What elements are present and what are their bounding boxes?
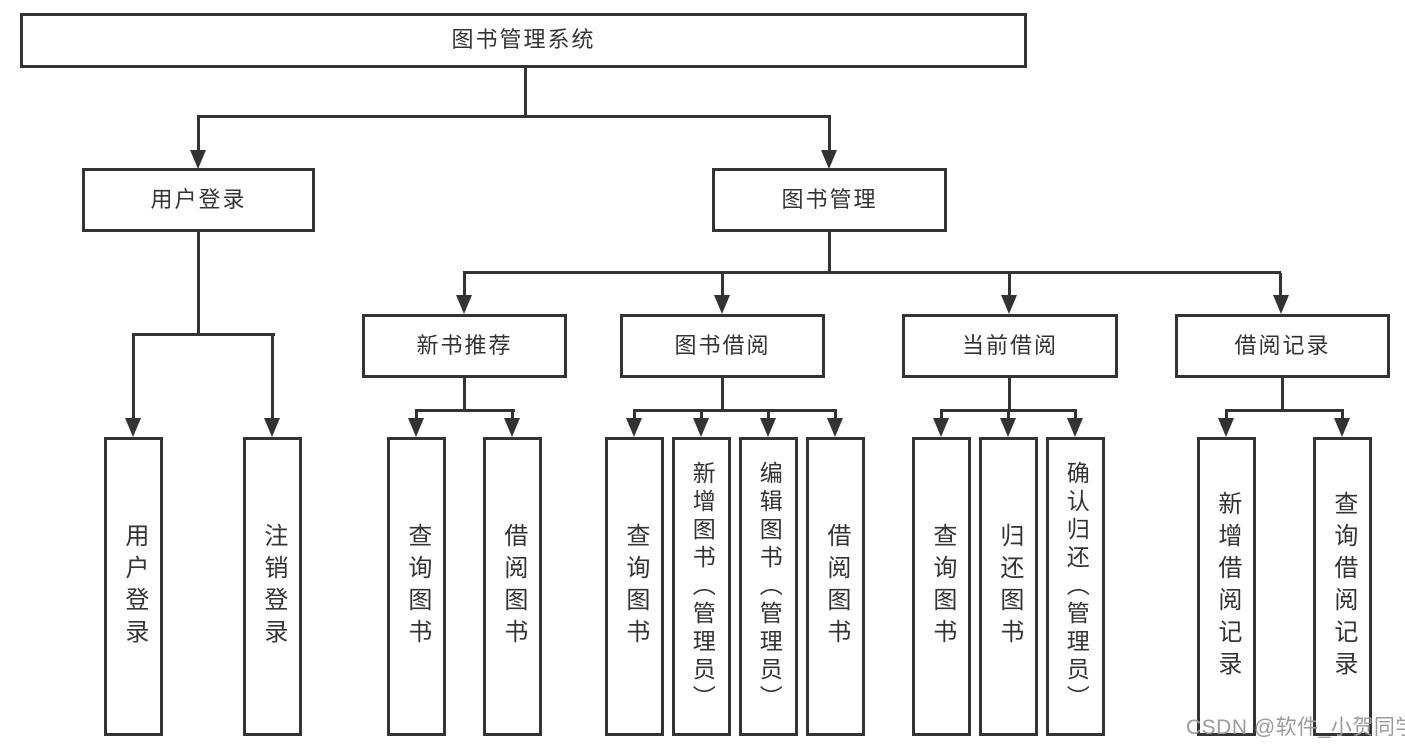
arrow-down-icon	[1067, 418, 1083, 437]
connector-line	[132, 333, 275, 336]
arrow-down-icon	[264, 418, 280, 437]
connector-line	[1008, 378, 1011, 412]
connector-line	[524, 68, 527, 118]
connector-line	[415, 411, 418, 420]
connector-line	[1225, 409, 1344, 412]
connector-line	[1281, 378, 1284, 412]
connector-line	[1007, 411, 1010, 420]
arrow-down-icon	[1334, 418, 1350, 437]
connector-line	[940, 411, 943, 420]
watermark: CSDN @软件_小贺同学	[1186, 716, 1405, 739]
node-new-book-recommend: 新书推荐	[362, 314, 567, 378]
arrow-down-icon	[408, 418, 424, 437]
node-current-borrow: 当前借阅	[902, 314, 1118, 378]
arrow-down-icon	[933, 418, 949, 437]
connector-line	[1074, 411, 1077, 420]
connector-line	[633, 411, 636, 420]
leaf-current-query-book: 查询图书	[912, 437, 971, 736]
node-book-management: 图书管理	[712, 168, 947, 232]
leaf-recommend-borrow-book: 借阅图书	[483, 437, 542, 736]
arrow-down-icon	[827, 418, 843, 437]
arrow-down-icon	[1000, 418, 1016, 437]
arrow-down-icon	[1001, 295, 1017, 314]
arrow-down-icon	[1273, 295, 1289, 314]
leaf-borrow-book: 借阅图书	[806, 437, 865, 736]
arrow-down-icon	[504, 418, 520, 437]
connector-line	[415, 409, 515, 412]
leaf-borrow-query-book: 查询图书	[605, 437, 664, 736]
arrow-down-icon	[190, 150, 206, 169]
connector-line	[197, 232, 200, 336]
connector-line	[767, 411, 770, 420]
connector-line	[1279, 273, 1282, 296]
leaf-add-borrow-record: 新增借阅记录	[1197, 437, 1256, 736]
connector-line	[828, 232, 831, 274]
connector-line	[1225, 411, 1228, 420]
arrow-down-icon	[693, 418, 709, 437]
arrow-down-icon	[760, 418, 776, 437]
connector-line	[197, 117, 200, 150]
connector-line	[1008, 273, 1011, 296]
connector-line	[463, 378, 466, 412]
connector-line	[197, 115, 831, 118]
connector-line	[271, 335, 274, 419]
connector-line	[940, 409, 1077, 412]
leaf-confirm-return-admin: 确认归还（管理员）	[1046, 437, 1105, 736]
arrow-down-icon	[714, 295, 730, 314]
leaf-add-book-admin: 新增图书（管理员）	[672, 437, 731, 736]
connector-line	[721, 273, 724, 296]
connector-line	[834, 411, 837, 420]
arrow-down-icon	[1218, 418, 1234, 437]
node-borrow-records: 借阅记录	[1175, 314, 1390, 378]
leaf-edit-book-admin: 编辑图书（管理员）	[739, 437, 798, 736]
connector-line	[511, 411, 514, 420]
leaf-query-borrow-record: 查询借阅记录	[1313, 437, 1372, 736]
node-user-login: 用户登录	[82, 168, 315, 232]
leaf-return-book: 归还图书	[979, 437, 1038, 736]
connector-line	[633, 409, 837, 412]
connector-line	[463, 271, 1281, 274]
connector-line	[700, 411, 703, 420]
arrow-down-icon	[456, 295, 472, 314]
arrow-down-icon	[626, 418, 642, 437]
node-root: 图书管理系统	[20, 13, 1027, 68]
connector-line	[1341, 411, 1344, 420]
leaf-user-login: 用户登录	[104, 437, 163, 736]
connector-line	[463, 273, 466, 296]
connector-line	[721, 378, 724, 412]
arrow-down-icon	[125, 418, 141, 437]
node-book-borrow: 图书借阅	[620, 314, 825, 378]
connector-line	[132, 335, 135, 419]
leaf-logout: 注销登录	[243, 437, 302, 736]
leaf-recommend-query-book: 查询图书	[387, 437, 446, 736]
connector-line	[828, 117, 831, 150]
arrow-down-icon	[821, 150, 837, 169]
